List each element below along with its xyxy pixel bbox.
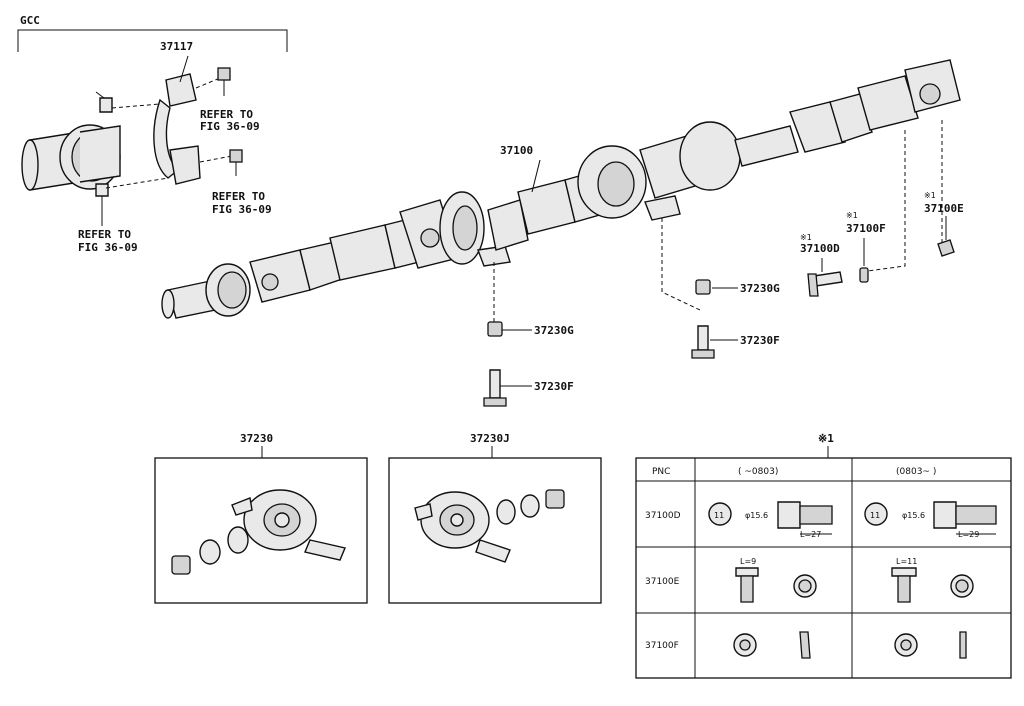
washer-icon xyxy=(496,499,516,525)
refer-note-2: REFER TO FIG 36-09 xyxy=(212,190,272,216)
mount-hardware-right: 37230G 37230F xyxy=(691,279,780,359)
inset-label-37230: 37230 xyxy=(240,432,273,445)
inset-label-37230j: 37230J xyxy=(470,432,510,445)
bolt-side-icon xyxy=(777,501,801,529)
callout-37230f-left: 37230F xyxy=(534,380,574,393)
nut-icon xyxy=(229,149,243,163)
table-row-pnc: 37100F xyxy=(645,641,679,651)
bolt-head-icon xyxy=(864,502,888,526)
washer-icon xyxy=(199,539,221,565)
table-row-pnc: 37100D xyxy=(645,511,681,521)
table-title: ※1 xyxy=(818,432,834,445)
svg-text:L=27: L=27 xyxy=(800,530,821,539)
callout-37100e: 37100E xyxy=(924,202,964,215)
washer-icon xyxy=(227,526,249,554)
svg-text:※1: ※1 xyxy=(846,211,858,220)
refer-note-3: REFER TO FIG 36-09 xyxy=(78,228,138,254)
inset-box-37230j: 37230J xyxy=(388,432,602,604)
callout-37230f-right: 37230F xyxy=(740,334,780,347)
svg-text:REFER TO: REFER TO xyxy=(78,228,131,241)
svg-text:L=9: L=9 xyxy=(740,557,756,566)
spec-table: ※1 PNC ( ~0803) (0803~ ) 37100D 11 φ15.6… xyxy=(635,432,1012,679)
nut-icon xyxy=(545,489,565,509)
washer-37100f-icon xyxy=(859,267,869,283)
svg-text:11: 11 xyxy=(870,511,880,520)
svg-text:L=11: L=11 xyxy=(896,557,917,566)
nut-icon xyxy=(217,67,231,81)
mount-hardware-left: 37230G 37230F xyxy=(483,321,574,407)
table-header-col2: (0803~ ) xyxy=(896,467,936,477)
callout-37100f: 37100F xyxy=(846,222,886,235)
nut-side-icon xyxy=(891,567,917,577)
spacer-37230g-icon xyxy=(487,321,503,337)
callout-37100: 37100 xyxy=(500,144,533,157)
gcc-shaft-detail xyxy=(21,91,121,226)
svg-text:※1: ※1 xyxy=(800,233,812,242)
bolt-37100d-icon xyxy=(813,271,843,287)
bolt-side-icon xyxy=(933,501,957,529)
bracket-37117: 37117 xyxy=(105,40,243,189)
callout-37117: 37117 xyxy=(160,40,193,53)
nut-icon xyxy=(171,555,191,575)
bolt-head-icon xyxy=(708,502,732,526)
svg-text:L=29: L=29 xyxy=(958,530,979,539)
inset-box-37230: 37230 xyxy=(154,432,368,604)
washer-side-icon xyxy=(799,631,811,659)
table-row-pnc: 37100E xyxy=(645,577,680,587)
svg-text:FIG 36-09: FIG 36-09 xyxy=(212,203,272,216)
bolt-37230f-icon xyxy=(489,369,501,399)
washer-icon xyxy=(520,494,540,518)
washer-side-icon xyxy=(959,631,967,659)
refer-note-1: REFER TO FIG 36-09 xyxy=(200,108,260,133)
svg-text:FIG 36-09: FIG 36-09 xyxy=(200,120,260,133)
svg-text:FIG 36-09: FIG 36-09 xyxy=(78,241,138,254)
gcc-group-bracket: GCC xyxy=(17,14,288,52)
table-header-pnc: PNC xyxy=(652,467,670,477)
nut-37100e-icon xyxy=(937,239,955,257)
table-cell-size: φ15.6 xyxy=(902,511,925,520)
callout-37230g-left: 37230G xyxy=(534,324,574,337)
svg-text:REFER TO: REFER TO xyxy=(212,190,265,203)
bolt-37230f-icon xyxy=(697,325,709,351)
callout-37100d: 37100D xyxy=(800,242,840,255)
svg-text:11: 11 xyxy=(714,511,724,520)
gcc-label: GCC xyxy=(20,14,40,27)
table-header-col1: ( ~0803) xyxy=(738,467,778,477)
svg-text:※1: ※1 xyxy=(924,191,936,200)
propeller-shaft-37100: 37100 xyxy=(161,59,961,322)
nut-side-icon xyxy=(735,567,759,577)
spacer-37230g-icon xyxy=(695,279,711,295)
svg-text:REFER TO: REFER TO xyxy=(200,108,253,121)
table-cell-size: φ15.6 xyxy=(745,511,768,520)
flange-hardware: ※1 37100D ※1 37100F ※1 37100E xyxy=(800,191,964,297)
callout-37230g-right: 37230G xyxy=(740,282,780,295)
